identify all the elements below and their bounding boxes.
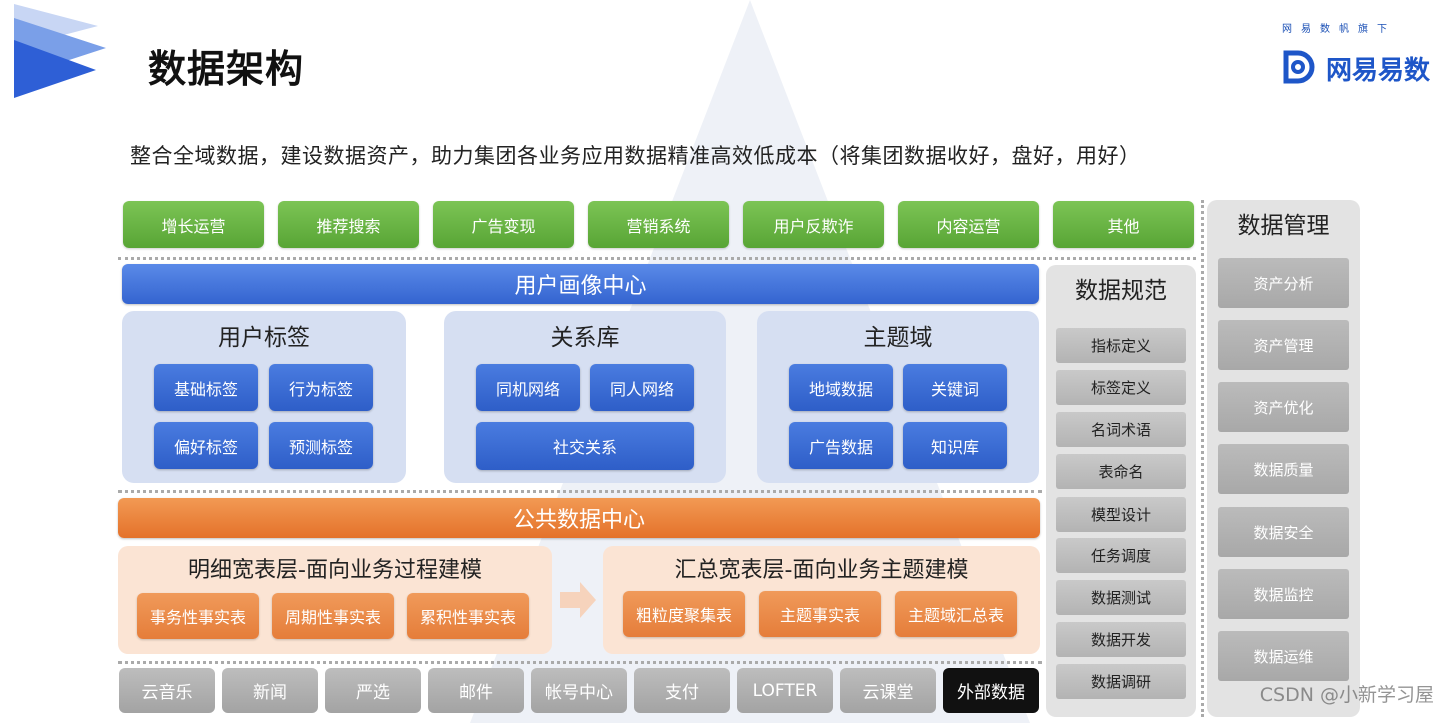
source-box: 云音乐 [119, 668, 215, 713]
summary-layer-title: 汇总宽表层-面向业务主题建模 [674, 558, 969, 583]
standard-item: 表命名 [1056, 454, 1186, 489]
relations-title: 关系库 [550, 325, 620, 351]
management-item: 数据运维 [1218, 631, 1349, 681]
app-box: 内容运营 [898, 201, 1039, 248]
topic-box: 关键词 [903, 364, 1007, 411]
source-box-external: 外部数据 [943, 668, 1039, 713]
standard-item: 数据测试 [1056, 580, 1186, 615]
app-box: 其他 [1053, 201, 1194, 248]
detail-layer-title: 明细宽表层-面向业务过程建模 [188, 558, 482, 583]
arrow-right-icon [560, 582, 596, 618]
tag-box: 行为标签 [269, 364, 373, 411]
source-box: 新闻 [222, 668, 318, 713]
data-management-title: 数据管理 [1237, 213, 1330, 239]
management-item: 资产分析 [1218, 258, 1349, 308]
chevron-logo-icon [14, 4, 106, 98]
separator [118, 490, 1042, 493]
subtitle: 整合全域数据，建设数据资产，助力集团各业务应用数据精准高效低成本（将集团数据收好… [130, 144, 1141, 168]
public-data-center-bar: 公共数据中心 [118, 498, 1040, 538]
topics-title: 主题域 [863, 325, 933, 351]
topic-box: 知识库 [903, 422, 1007, 469]
source-box: 邮件 [428, 668, 524, 713]
source-box: 严选 [325, 668, 421, 713]
tag-box: 偏好标签 [154, 422, 258, 469]
standard-item: 标签定义 [1056, 370, 1186, 405]
source-box: 帐号中心 [531, 668, 627, 713]
aggregate-table-box: 主题域汇总表 [895, 591, 1017, 637]
topic-box: 广告数据 [789, 422, 893, 469]
data-standards-title: 数据规范 [1075, 278, 1167, 304]
aggregate-table-box: 主题事实表 [759, 591, 881, 637]
source-box: 云课堂 [840, 668, 936, 713]
tag-box: 基础标签 [154, 364, 258, 411]
management-item: 资产管理 [1218, 320, 1349, 370]
brand-logo-icon [1283, 50, 1315, 84]
aggregate-table-box: 粗粒度聚集表 [623, 591, 745, 637]
fact-table-box: 累积性事实表 [407, 593, 529, 639]
user-profile-center-bar: 用户画像中心 [122, 264, 1039, 304]
separator [118, 661, 1042, 664]
background-triangle [470, 0, 1030, 723]
management-item: 数据质量 [1218, 444, 1349, 494]
standard-item: 数据调研 [1056, 664, 1186, 699]
separator [118, 257, 1196, 260]
source-box: 支付 [634, 668, 730, 713]
brand-tagline: 网易数帆旗下 [1282, 24, 1396, 35]
app-box: 用户反欺诈 [743, 201, 884, 248]
app-box: 增长运营 [123, 201, 264, 248]
app-box: 营销系统 [588, 201, 729, 248]
standard-item: 模型设计 [1056, 497, 1186, 532]
relation-box: 社交关系 [476, 422, 694, 470]
management-item: 数据安全 [1218, 507, 1349, 557]
standard-item: 任务调度 [1056, 538, 1186, 573]
relation-box: 同人网络 [590, 364, 694, 411]
fact-table-box: 事务性事实表 [137, 593, 259, 639]
tag-box: 预测标签 [269, 422, 373, 469]
source-box: LOFTER [737, 668, 833, 713]
management-item: 数据监控 [1218, 569, 1349, 619]
management-item: 资产优化 [1218, 382, 1349, 432]
standard-item: 数据开发 [1056, 622, 1186, 657]
separator [1201, 200, 1204, 717]
standard-item: 指标定义 [1056, 328, 1186, 363]
user-tags-title: 用户标签 [218, 325, 310, 351]
fact-table-box: 周期性事实表 [272, 593, 394, 639]
watermark: CSDN @小新学习屋 [1259, 684, 1434, 706]
topic-box: 地域数据 [789, 364, 893, 411]
relation-box: 同机网络 [476, 364, 580, 411]
standard-item: 名词术语 [1056, 412, 1186, 447]
app-box: 广告变现 [433, 201, 574, 248]
page-title: 数据架构 [148, 47, 305, 91]
app-box: 推荐搜索 [278, 201, 419, 248]
brand-name: 网易易数 [1326, 56, 1431, 86]
